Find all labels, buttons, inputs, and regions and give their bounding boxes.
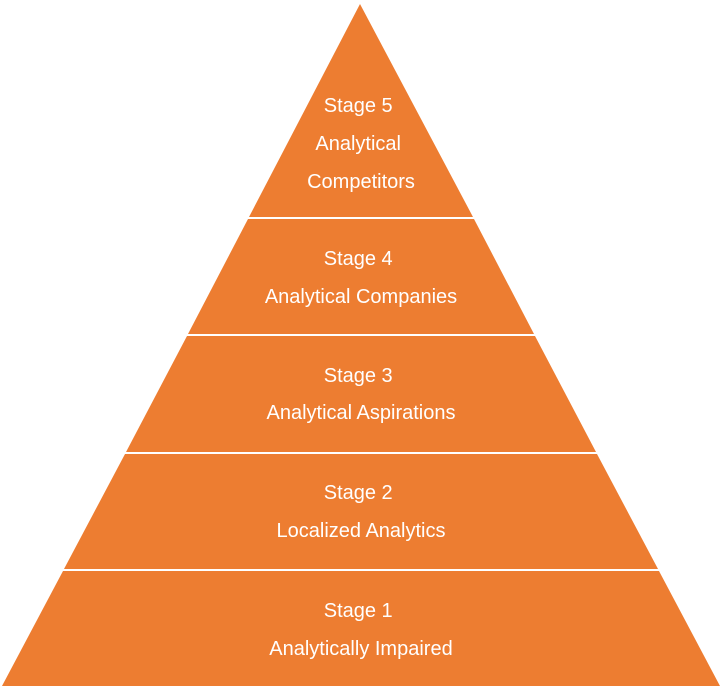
tier-1-label: Stage 1 Analytically Impaired: [269, 600, 452, 660]
tier-3-line-1: Analytical Aspirations: [267, 402, 456, 424]
tier-3-shape: [126, 336, 596, 452]
tier-2-stage: Stage 2: [324, 482, 393, 504]
tier-1-shape: [2, 571, 720, 686]
tier-5-label: Stage 5 Analytical Competitors: [307, 95, 415, 193]
tier-5-stage: Stage 5: [324, 95, 393, 117]
tier-2-label: Stage 2 Localized Analytics: [277, 482, 446, 542]
tier-4-stage: Stage 4: [324, 248, 393, 270]
tier-2-shape: [64, 454, 658, 569]
tier-3-stage: Stage 3: [324, 365, 393, 387]
tier-5-line-2: Competitors: [307, 171, 415, 193]
tier-1-stage: Stage 1: [324, 600, 393, 622]
tier-5-shape: [249, 4, 473, 217]
tier-3-label: Stage 3 Analytical Aspirations: [267, 365, 456, 424]
tier-2-line-1: Localized Analytics: [277, 520, 446, 542]
tier-4-label: Stage 4 Analytical Companies: [265, 248, 457, 308]
tier-5-line-1: Analytical: [315, 133, 401, 155]
tier-1-line-1: Analytically Impaired: [269, 638, 452, 660]
tier-4-shape: [188, 219, 534, 334]
tier-4-line-1: Analytical Companies: [265, 286, 457, 308]
